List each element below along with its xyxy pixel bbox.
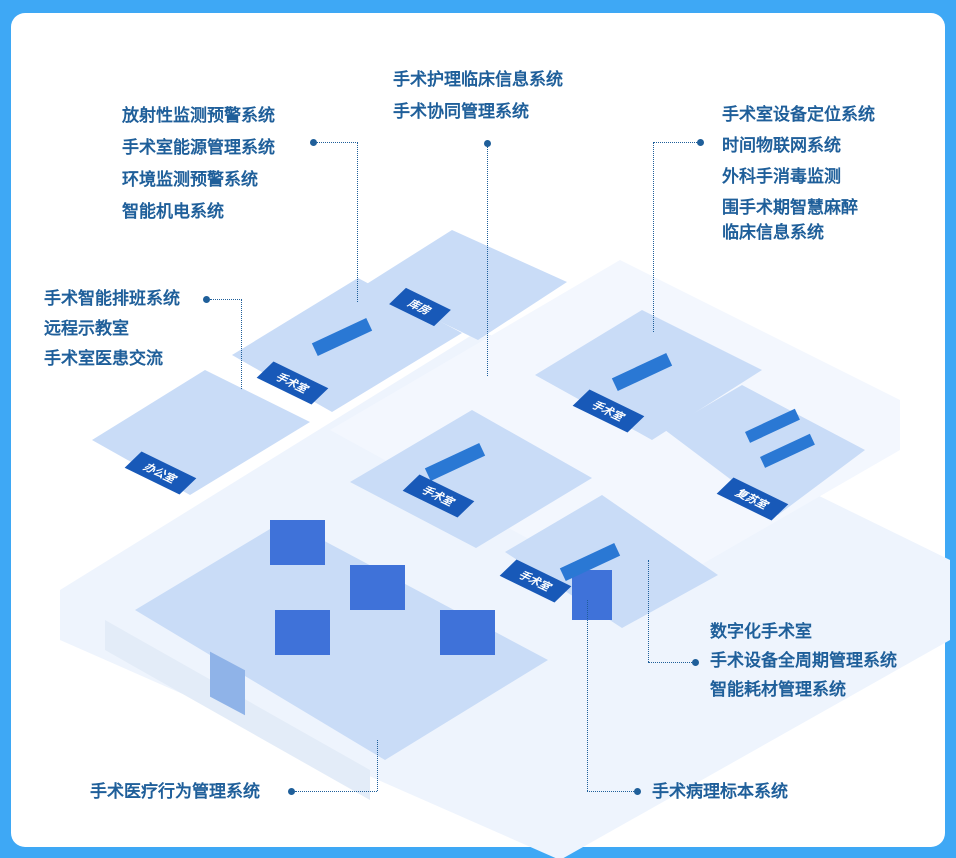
label: 环境监测预警系统: [122, 170, 258, 190]
recovery-floor: [665, 385, 865, 515]
connector-line: [241, 299, 242, 389]
label: 放射性监测预警系统: [122, 106, 275, 126]
label-group-left: 手术智能排班系统 远程示教室 手术室医患交流: [44, 284, 180, 374]
label-group-bottom-center: 手术病理标本系统: [652, 776, 788, 808]
connector-dot: [634, 788, 641, 795]
label: 时间物联网系统: [722, 136, 841, 156]
connector-line: [653, 142, 654, 332]
connector-dot: [288, 788, 295, 795]
label: 数字化手术室: [710, 622, 812, 642]
connector-line: [653, 142, 697, 143]
label: 智能耗材管理系统: [710, 680, 846, 700]
label: 手术室设备定位系统: [722, 105, 875, 125]
label-group-bottom-left: 手术医疗行为管理系统: [90, 776, 260, 808]
connector-line: [587, 791, 634, 792]
label: 手术医疗行为管理系统: [90, 782, 260, 802]
label: 手术智能排班系统: [44, 289, 180, 309]
connector-line: [587, 600, 588, 791]
connector-dot: [310, 139, 317, 146]
connector-dot: [697, 139, 704, 146]
label: 外科手消毒监测: [722, 167, 841, 187]
connector-line: [295, 791, 377, 792]
label-group-top-center: 手术护理临床信息系统 手术协同管理系统: [393, 64, 563, 128]
label: 手术护理临床信息系统: [393, 70, 563, 90]
label: 手术病理标本系统: [652, 782, 788, 802]
shelf-units: [270, 520, 612, 655]
label: 远程示教室: [44, 319, 129, 339]
label: 智能机电系统: [122, 202, 224, 222]
connector-line: [648, 560, 649, 662]
connector-line: [377, 740, 378, 791]
connector-line: [648, 662, 692, 663]
storage-floor: [365, 230, 567, 340]
label: 手术室医患交流: [44, 349, 163, 369]
or4-floor: [505, 495, 718, 628]
connector-line: [210, 299, 242, 300]
label: 手术室能源管理系统: [122, 138, 275, 158]
connector-line: [357, 142, 358, 302]
or2-floor: [350, 410, 592, 548]
label: 手术设备全周期管理系统: [710, 651, 897, 671]
label-group-bottom-right: 数字化手术室 手术设备全周期管理系统 智能耗材管理系统: [710, 618, 897, 705]
door: [210, 651, 245, 716]
corridor-band-2: [330, 260, 900, 600]
connector-dot: [484, 140, 491, 147]
connector-line: [314, 142, 358, 143]
connector-dot: [692, 659, 699, 666]
label-group-top-right: 手术室设备定位系统 时间物联网系统 外科手消毒监测 围手术期智慧麻醉 临床信息系…: [722, 100, 875, 242]
label: 手术协同管理系统: [393, 102, 529, 122]
label-group-top-left: 放射性监测预警系统 手术室能源管理系统 环境监测预警系统 智能机电系统: [122, 100, 275, 228]
label: 围手术期智慧麻醉: [722, 198, 858, 218]
label: 临床信息系统: [722, 223, 824, 243]
connector-dot: [203, 296, 210, 303]
connector-line: [487, 146, 488, 376]
storage-hall-floor: [135, 520, 548, 760]
beds-and-staff: [311, 317, 815, 582]
